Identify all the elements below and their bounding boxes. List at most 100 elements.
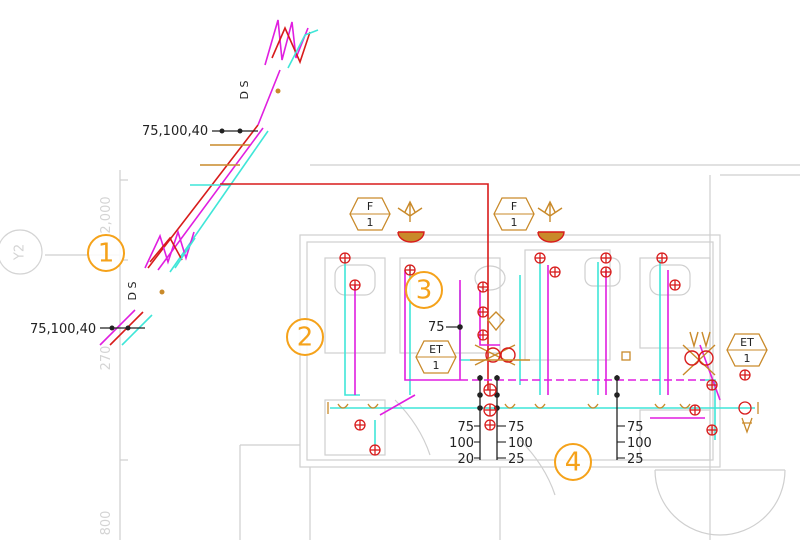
center-stack-label: 75 [508,420,525,435]
fixture-basin-right [537,231,565,243]
dimension-label-upper: 2,000 [99,196,114,233]
trap-symbol [367,403,379,409]
callout-1: 1 [87,234,125,272]
callout-number: 1 [98,239,115,269]
fixture-outlet [477,306,489,318]
fixture-tag-bottom: 1 [433,359,440,372]
center-stack-label: 25 [508,452,525,467]
upper-riser-size-label: 75,100,40 [142,124,208,139]
center-valve-ring [485,347,501,363]
fixture-outlet [534,252,546,264]
stack-node [477,375,483,381]
riser-mid-zigzag-cold [174,237,196,269]
grid-bubble-label: Y2 [13,244,28,261]
fixture-outlet [339,252,351,264]
fixture-tag-top: ET [429,343,443,356]
callout-circle [405,271,443,309]
fixture-tag-et-right: ET 1 [726,333,768,367]
fixture-tag-top: F [367,200,373,213]
riser-top-zigzag-cold [287,29,319,69]
trap-symbol [534,403,546,409]
riser-mid-zigzag-drain [144,229,195,269]
fixture-outlet [369,444,381,456]
grid-bubble-circle [0,229,43,275]
drain-riser-1 [157,127,264,271]
vent-symbol [741,417,753,434]
left-stack-labels: 75 100 20 [449,420,474,467]
stack-node [614,375,620,381]
fixture-tag-bottom: 1 [511,216,518,229]
fixture-outlet [706,424,718,436]
stack-node [614,392,620,398]
fixture-tag-bottom: 1 [367,216,374,229]
center-valve-ring [500,347,516,363]
cleanout-box [621,351,631,361]
right-stack-label: 25 [627,452,644,467]
right-stack-label: 100 [627,436,652,451]
riser-top-zigzag-hot [271,26,311,65]
toilet-bowl-2 [474,265,506,291]
right-stack-label: 75 [627,420,644,435]
fixture-basin-left [397,231,425,243]
fixture-outlet [477,329,489,341]
left-stack-label: 100 [449,436,474,451]
riser-top-connector [257,69,281,126]
stack-nodes [457,324,620,411]
fixture-outlet [483,403,497,417]
toilet-bowl-4 [649,264,691,296]
right-vent-symbols [689,331,711,349]
upper-ds-label: D S [238,81,251,100]
fixture-lamp-right [537,200,563,222]
stack-node [477,405,483,411]
cold-water-riser-1 [169,130,269,273]
door-swing-3 [654,469,786,536]
stall-4 [639,257,711,349]
fixture-tag-top: ET [740,336,754,349]
door-swing-2 [519,439,556,496]
fixture-outlet [600,252,612,264]
callout-number: 2 [297,323,314,353]
stall-3 [524,249,611,361]
callout-3: 3 [405,271,443,309]
left-stack-label: 20 [457,452,474,467]
isometric-riser-group [99,19,319,346]
stack-node [477,392,483,398]
water-heater-outlet [738,401,752,415]
stack-node [494,375,500,381]
trap-symbol [654,403,666,409]
center-valve-cluster [470,311,716,376]
fixture-outlet [477,281,489,293]
upper-size-node [237,128,243,134]
center-stack-labels: 75 100 25 [508,420,533,467]
left-stack-label: 75 [457,420,474,435]
drain-diagonal [379,394,416,416]
dimension-label-lower: 800 [99,511,114,536]
drain-branch-9 [699,344,721,401]
center-floor-drain [487,311,505,332]
upper-size-node [219,128,225,134]
lower-size-node [125,325,131,331]
callout-circle [286,318,324,356]
fixture-outlet [706,379,718,391]
branch-size-label: 75 [428,320,445,335]
fixture-outlet [483,383,497,397]
fixture-outlet [404,264,416,276]
upper-ds-marker [275,88,281,94]
hot-water-riser-1 [147,124,259,269]
fixture-lamps [397,200,565,243]
trap-symbol [504,403,516,409]
fixture-tag-f-left: F 1 [349,197,391,231]
fixture-outlet [549,266,561,278]
fixture-outlet [689,404,701,416]
fixture-tag-et-center: ET 1 [415,340,457,374]
lower-ds-marker [159,289,165,295]
fixture-tag-bottom: 1 [744,352,751,365]
drain-branch-2 [404,270,460,381]
riser-mid-zigzag-hot [149,236,183,263]
trap-symbol [337,403,349,409]
lower-ds-label: D S [126,282,139,301]
callout-2: 2 [286,318,324,356]
callout-number: 4 [565,448,582,478]
lower-riser-size-label: 75,100,40 [30,322,96,337]
